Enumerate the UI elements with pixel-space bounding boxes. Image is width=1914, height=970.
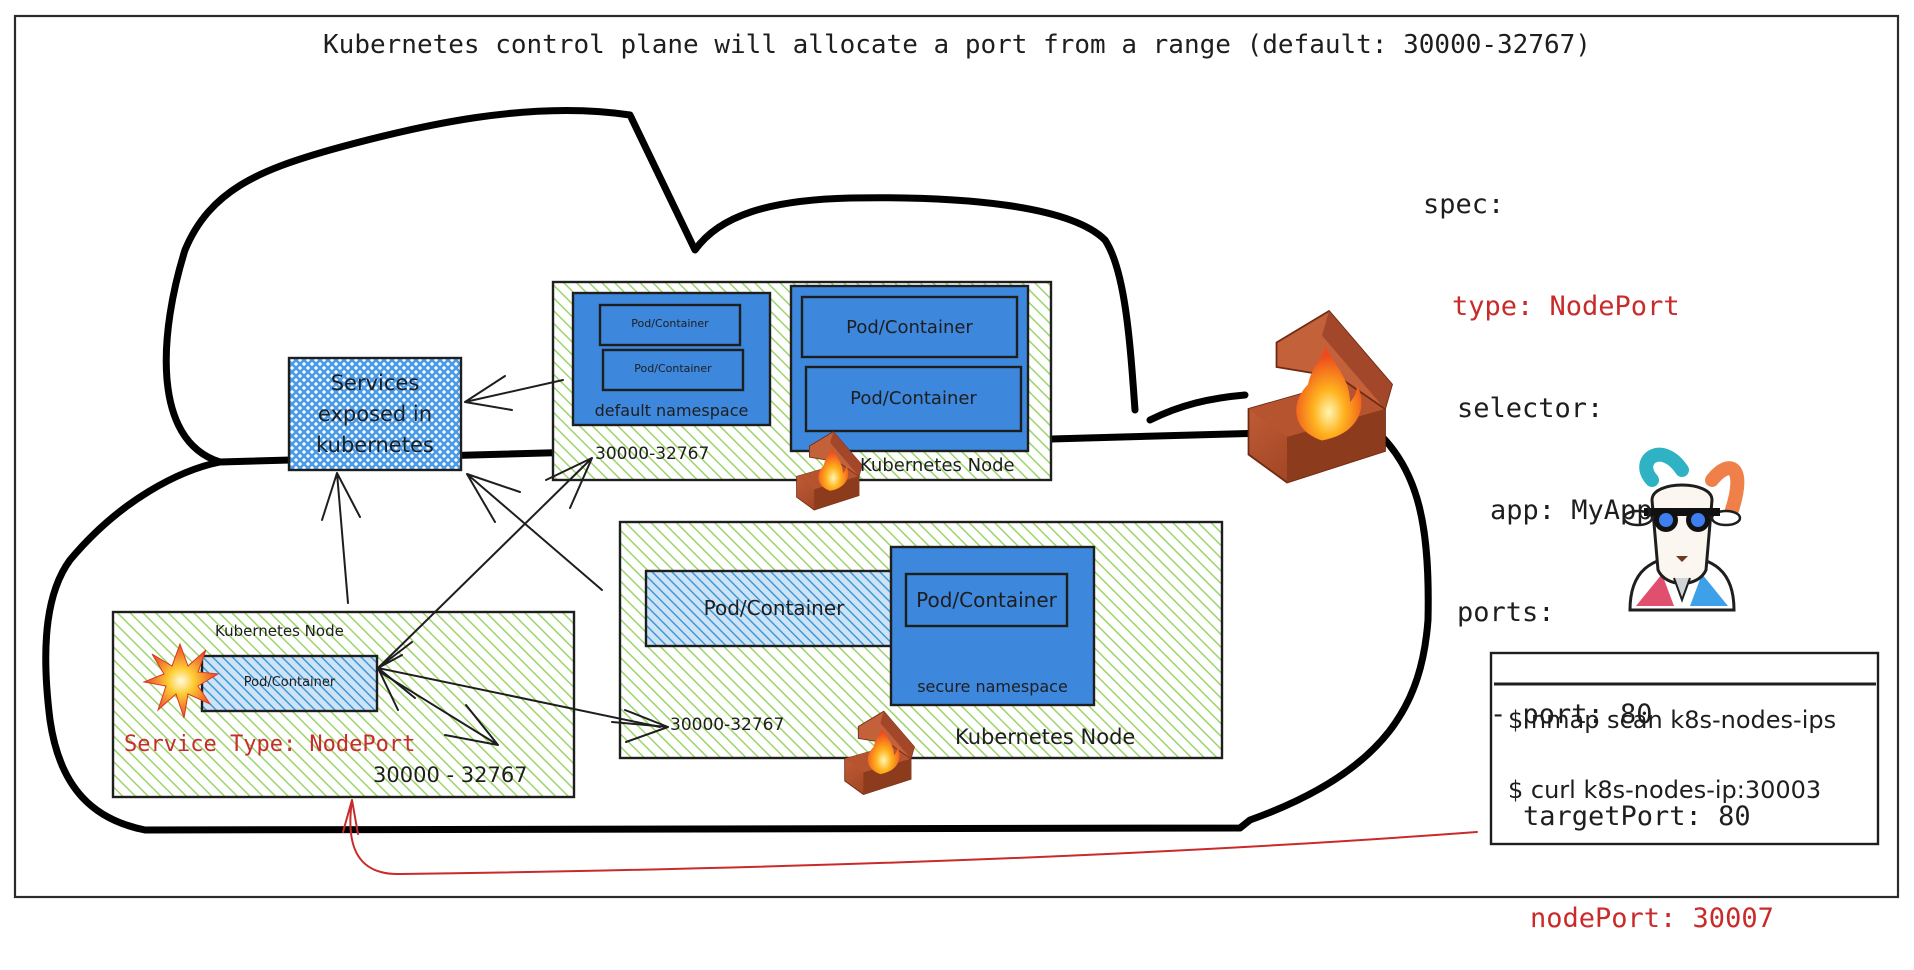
red-attack-arrow <box>342 799 1478 876</box>
top-node-port-range: 30000-32767 <box>595 444 710 464</box>
services-label-line: Services <box>330 371 420 395</box>
yaml-line-text: ports: <box>1457 597 1555 628</box>
top-node-pod-box-3 <box>800 295 1019 359</box>
secure-namespace-pod-box <box>904 572 1069 628</box>
top-node-pod-box-1 <box>598 303 742 347</box>
arrow-to-rightnode-port <box>611 709 669 743</box>
top-node-pod-label: Pod/Container <box>634 362 712 375</box>
cloud-outline <box>42 106 1432 834</box>
arrow-topnode-to-services <box>464 375 564 411</box>
right-node-label: Kubernetes Node <box>955 725 1136 749</box>
yaml-line: app: MyApp <box>1423 494 1774 528</box>
diagram-title: Kubernetes control plane will allocate a… <box>323 30 1591 60</box>
yaml-line: type: NodePort <box>1423 290 1774 324</box>
services-label-line: kubernetes <box>316 433 434 457</box>
bottom-left-port-range: 30000 - 32767 <box>373 763 528 787</box>
yaml-line-text: - port: 80 <box>1490 699 1653 730</box>
collision-icon <box>142 642 220 719</box>
right-node-port-range: 30000-32767 <box>670 715 785 735</box>
arrow-pod-to-portrange <box>379 671 499 746</box>
yaml-line: selector: <box>1423 392 1774 426</box>
services-label-line: exposed in <box>317 402 433 426</box>
bottom-left-node-label: Kubernetes Node <box>215 622 344 640</box>
yaml-line-text: selector: <box>1457 393 1604 424</box>
diagram-canvas <box>13 14 1900 899</box>
services-box <box>287 356 463 472</box>
goat-mascot-icon <box>1622 447 1745 612</box>
top-node-label: Kubernetes Node <box>860 455 1015 476</box>
default-namespace-label: default namespace <box>594 401 749 420</box>
top-node-pod-label: Pod/Container <box>850 388 977 409</box>
yaml-line: spec: <box>1423 188 1774 222</box>
yaml-line: nodePort: 30007 <box>1423 902 1774 936</box>
services-box-label: Services exposed in kubernetes <box>289 368 461 461</box>
top-node-pod-box-4 <box>804 365 1023 433</box>
top-node-pod-label: Pod/Container <box>846 317 973 338</box>
yaml-line-text: nodePort: 30007 <box>1530 903 1774 934</box>
yaml-line: targetPort: 80 <box>1423 800 1774 834</box>
yaml-line-text: spec: <box>1423 189 1505 220</box>
terminal-command: $ nmap scan k8s-nodes-ips <box>1508 706 1837 734</box>
arrow-node-to-services <box>321 472 361 604</box>
secure-namespace-label: secure namespace <box>917 677 1068 696</box>
yaml-line-text: app: MyApp <box>1490 495 1653 526</box>
arrow-rightnode-to-services <box>466 473 603 591</box>
top-node-pod-label: Pod/Container <box>631 317 709 330</box>
bottom-left-pod-label: Pod/Container <box>243 675 336 690</box>
service-type-label: Service Type: NodePort <box>124 732 416 757</box>
top-node-pod-box-2 <box>601 348 745 392</box>
arrows <box>321 375 669 746</box>
terminal-command: $ curl k8s-nodes-ip:30003 <box>1508 776 1822 804</box>
yaml-spec: spec: type: NodePort selector: app: MyAp… <box>1423 120 1774 970</box>
yaml-line: - port: 80 <box>1423 698 1774 732</box>
arrow-pod-to-topnode-port <box>377 457 593 669</box>
bottom-left-pod-box <box>200 654 379 713</box>
yaml-line-text: type: NodePort <box>1452 291 1680 322</box>
right-node-pod-label: Pod/Container <box>703 596 845 620</box>
brick-fire-icon-large <box>1247 310 1393 484</box>
yaml-line: ports: <box>1423 596 1774 630</box>
yaml-line-text: targetPort: 80 <box>1523 801 1751 832</box>
secure-namespace-pod-label: Pod/Container <box>916 588 1057 612</box>
outer-frame <box>13 14 1900 899</box>
bottom-left-node-box <box>111 610 576 799</box>
